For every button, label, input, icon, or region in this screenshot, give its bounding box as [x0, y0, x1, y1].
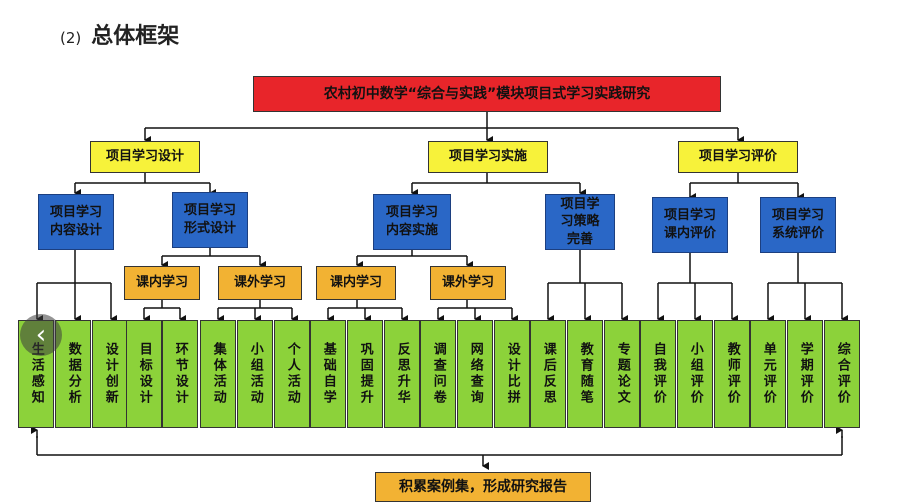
section-title: 总体框架 [91, 24, 180, 49]
leaf-node: 小组活动 [237, 320, 273, 428]
node-in-class-1: 课内学习 [124, 266, 200, 300]
node-content-design-label: 项目学习内容设计 [49, 205, 102, 238]
leaf-node: 课后反思 [530, 320, 566, 428]
node-out-class-2: 课外学习 [430, 266, 506, 300]
node-system-evaluation: 项目学习系统评价 [760, 197, 836, 253]
node-content-implementation: 项目学习内容实施 [373, 194, 451, 250]
node-outcome: 积累案例集，形成研究报告 [375, 472, 591, 502]
leaf-node: 自我评价 [640, 320, 676, 428]
leaf-node: 反思升华 [384, 320, 420, 428]
leaf-node: 教师评价 [714, 320, 750, 428]
leaf-node: 单元评价 [750, 320, 786, 428]
node-system-evaluation-label: 项目学习系统评价 [771, 208, 824, 241]
node-in-class-2: 课内学习 [316, 266, 396, 300]
node-design: 项目学习设计 [90, 141, 200, 173]
leaf-node: 综合评价 [824, 320, 860, 428]
back-button[interactable]: ‹ [20, 314, 62, 356]
node-strategy-improvement-label: 项目学习策略完善 [560, 196, 600, 247]
chevron-left-icon: ‹ [35, 320, 47, 350]
leaf-node: 基础自学 [310, 320, 346, 428]
leaf-node: 网络查询 [457, 320, 493, 428]
node-implementation: 项目学习实施 [428, 141, 548, 173]
leaf-node: 教育随笔 [567, 320, 603, 428]
node-strategy-improvement: 项目学习策略完善 [545, 194, 615, 250]
leaf-node: 小组评价 [677, 320, 713, 428]
leaf-node: 设计比拼 [494, 320, 530, 428]
leaf-node: 个人活动 [274, 320, 310, 428]
node-out-class-1: 课外学习 [218, 266, 302, 300]
node-form-design: 项目学习形式设计 [172, 192, 248, 248]
leaf-node: 学期评价 [787, 320, 823, 428]
root-box: 农村初中数学“综合与实践”模块项目式学习实践研究 [253, 76, 721, 112]
leaf-node: 专题论文 [604, 320, 640, 428]
node-class-evaluation: 项目学习课内评价 [652, 197, 728, 253]
leaf-node: 目标设计 [126, 320, 162, 428]
leaf-node: 调查问卷 [420, 320, 456, 428]
leaf-node: 设计创新 [92, 320, 128, 428]
section-heading: (2) 总体框架 [60, 18, 179, 50]
leaf-node: 集体活动 [200, 320, 236, 428]
section-number: (2) [60, 29, 82, 47]
leaf-node: 巩固提升 [347, 320, 383, 428]
node-content-implementation-label: 项目学习内容实施 [385, 205, 438, 238]
node-class-evaluation-label: 项目学习课内评价 [663, 208, 716, 241]
node-evaluation: 项目学习评价 [678, 141, 798, 173]
node-content-design: 项目学习内容设计 [38, 194, 114, 250]
node-form-design-label: 项目学习形式设计 [183, 203, 236, 236]
leaf-node: 环节设计 [162, 320, 198, 428]
